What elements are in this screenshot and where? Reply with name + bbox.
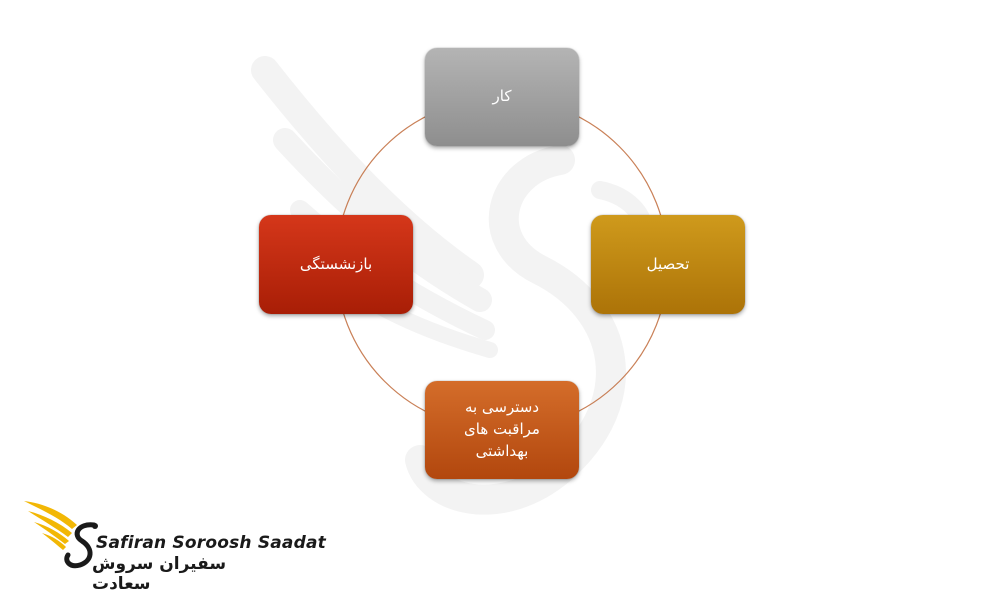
node-education: تحصیل [591,215,745,314]
node-healthcare-access-label: دسترسی به مراقبت های بهداشتی [464,398,540,460]
node-work-label: کار [492,87,512,106]
node-retirement-label: بازنشستگی [299,254,373,273]
node-education-label: تحصیل [646,254,690,273]
node-healthcare-access: دسترسی به مراقبت های بهداشتی [425,381,579,479]
brand-logo-icon [24,501,98,569]
brand-name-english: Safiran Soroosh Saadat [96,533,326,553]
node-work: کار [425,48,579,146]
node-retirement: بازنشستگی [259,215,413,314]
brand-name-persian: سفیران سروش سعادت [92,554,227,594]
